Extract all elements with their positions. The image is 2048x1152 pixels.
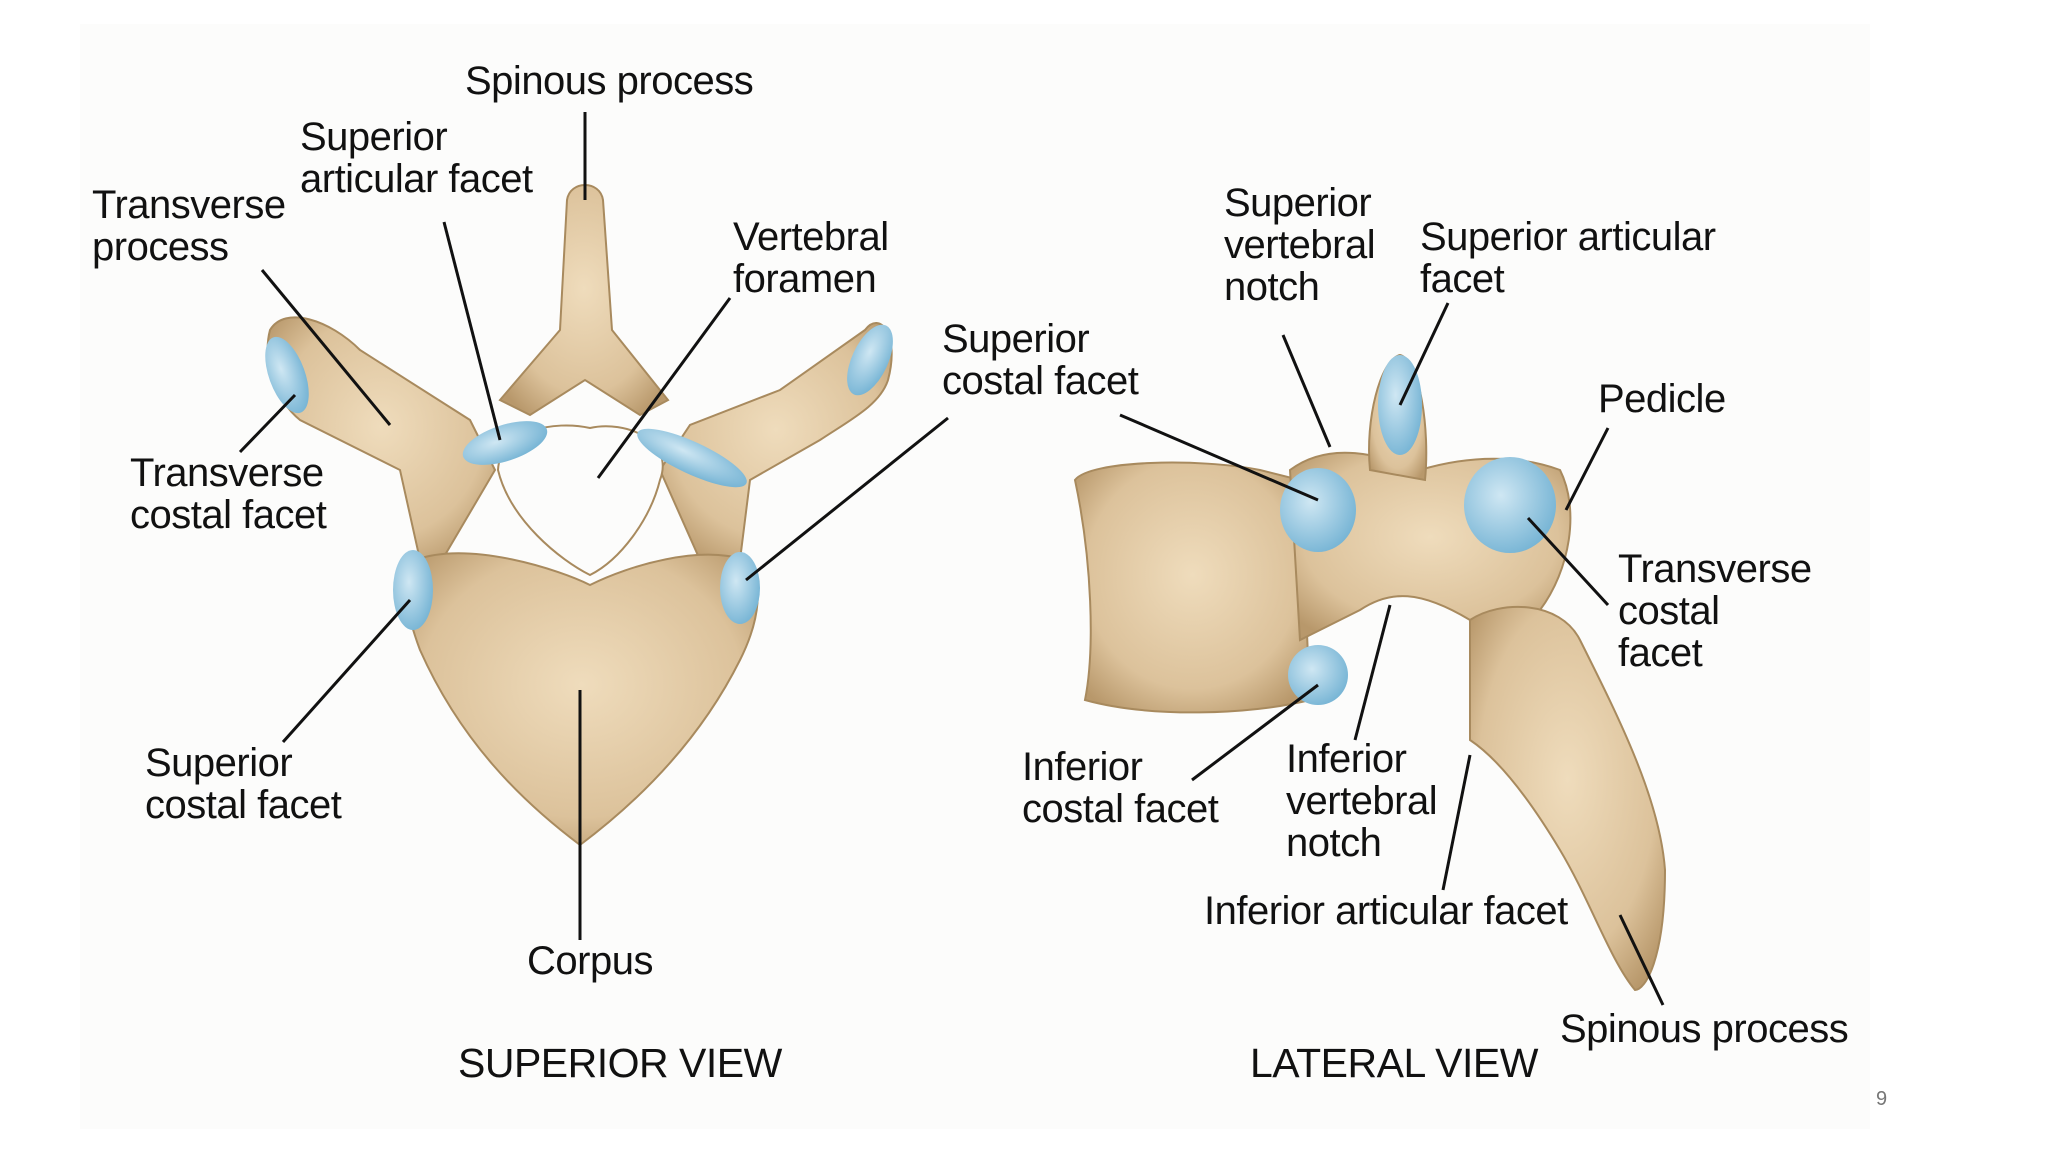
label-pedicle: Pedicle	[1598, 377, 1726, 421]
label-transverse-process: Transverse process	[92, 183, 286, 269]
label-superior-articular-facet-lateral: Superior articular facet	[1420, 215, 1716, 301]
superior-view-title: SUPERIOR VIEW	[458, 1040, 782, 1086]
label-superior-articular-facet: Superior articular facet	[300, 115, 533, 201]
diagram-figure	[80, 24, 1870, 1129]
label-superior-costal-facet-left: Superior costal facet	[145, 741, 342, 827]
label-vertebral-foramen: Vertebral foramen	[733, 215, 889, 301]
lateral-view-leader-lines	[1119, 302, 1665, 1006]
label-spinous-process-superior: Spinous process	[465, 59, 754, 103]
label-inferior-vertebral-notch: Inferior vertebral notch	[1286, 737, 1438, 865]
label-spinous-process-lateral: Spinous process	[1560, 1007, 1849, 1051]
label-transverse-costal-facet-lateral: Transverse costal facet	[1618, 547, 1812, 675]
superior-view-leader-lines	[238, 112, 949, 940]
label-corpus: Corpus	[527, 939, 653, 983]
label-superior-vertebral-notch: Superior vertebral notch	[1224, 181, 1376, 309]
label-superior-costal-facet-right: Superior costal facet	[942, 317, 1139, 403]
lateral-view-title: LATERAL VIEW	[1250, 1040, 1538, 1086]
label-inferior-costal-facet: Inferior costal facet	[1022, 745, 1219, 831]
label-transverse-costal-facet: Transverse costal facet	[130, 451, 327, 537]
page-number: 9	[1876, 1088, 1888, 1110]
label-inferior-articular-facet: Inferior articular facet	[1204, 889, 1568, 933]
lateral-view-vertebra	[1073, 353, 1667, 992]
superior-view-vertebra	[265, 184, 893, 847]
